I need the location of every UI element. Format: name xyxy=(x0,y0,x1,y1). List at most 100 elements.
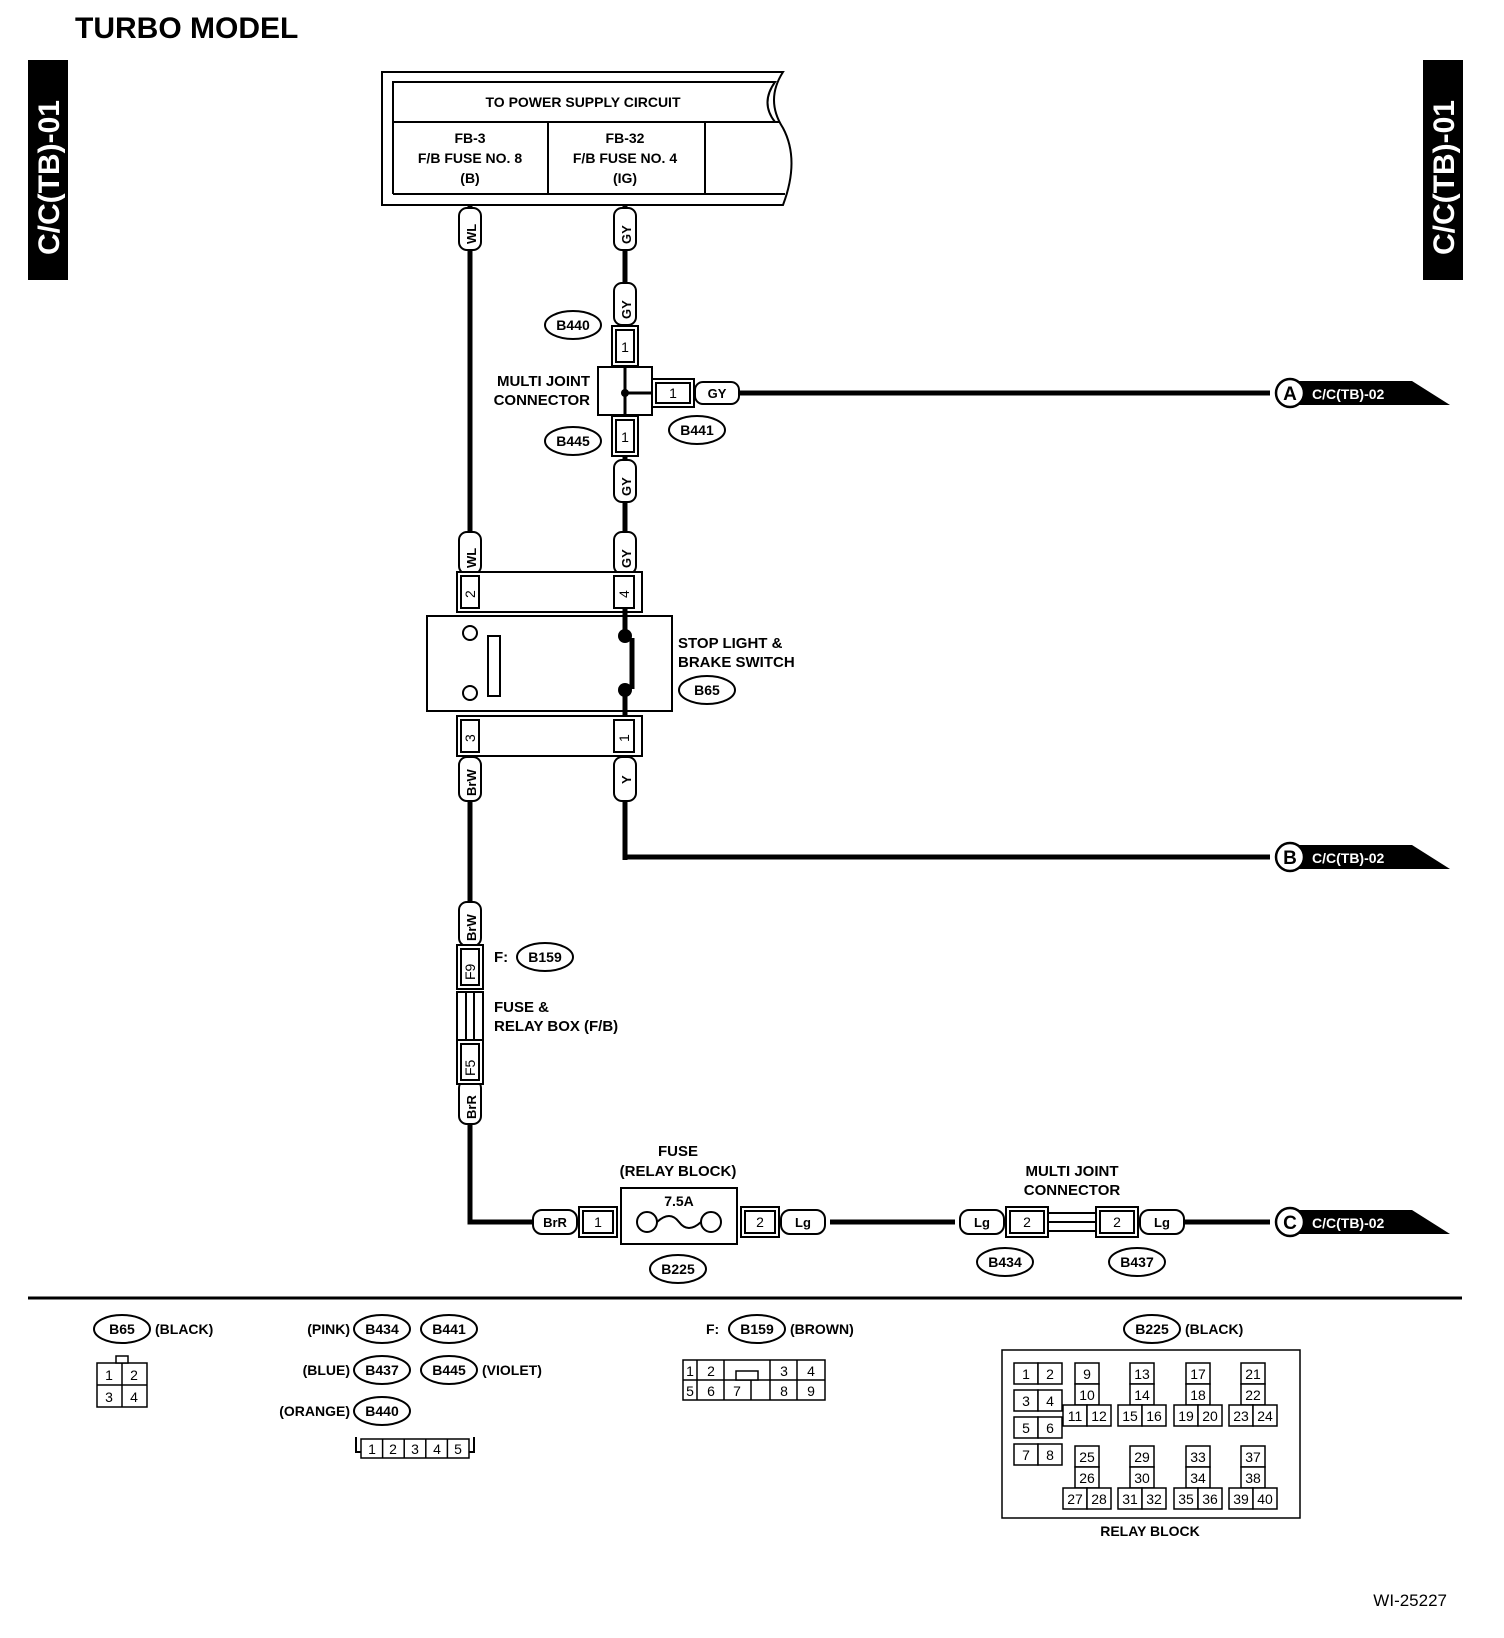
svg-text:B445: B445 xyxy=(432,1362,466,1378)
fuse-relay-block-label-a: FUSE xyxy=(658,1143,698,1160)
svg-text:GY: GY xyxy=(619,477,634,496)
svg-text:9: 9 xyxy=(807,1383,815,1399)
offpage-connector-a: A C/C(TB)-02 xyxy=(1274,377,1450,409)
wire-tag-gy-b445: GY xyxy=(613,459,637,503)
relay-pin-cell xyxy=(1086,1487,1112,1510)
legend-b441-badge xyxy=(420,1314,478,1344)
relay-pin-label: 16 xyxy=(1146,1408,1162,1424)
legend-b159-grid: 1 2 3 4 5 6 7 8 9 xyxy=(682,1359,826,1401)
relay-pin-label: 22 xyxy=(1245,1387,1261,1403)
svg-text:4: 4 xyxy=(433,1441,441,1457)
fuse-relay-box: F9 F5 xyxy=(456,944,484,1085)
relay-pin-cell xyxy=(1086,1404,1112,1427)
svg-text:2: 2 xyxy=(462,590,478,598)
legend-b437-badge xyxy=(353,1355,411,1385)
relay-pin-label: 1 xyxy=(1022,1366,1030,1382)
svg-text:WL: WL xyxy=(464,548,479,568)
svg-text:B437: B437 xyxy=(365,1362,399,1378)
relay-pin-label: 10 xyxy=(1079,1387,1095,1403)
svg-text:2: 2 xyxy=(389,1441,397,1457)
svg-text:8: 8 xyxy=(780,1383,788,1399)
relay-pin-cell xyxy=(1141,1404,1167,1427)
wire-tag-wl-top: WL xyxy=(458,207,482,251)
svg-text:Lg: Lg xyxy=(1154,1215,1170,1230)
svg-text:1: 1 xyxy=(621,429,629,445)
page-title: TURBO MODEL xyxy=(75,12,298,45)
multi-joint-label-2a: MULTI JOINT xyxy=(1025,1163,1118,1180)
svg-text:1: 1 xyxy=(594,1214,602,1230)
wire-tag-gy-b65: GY xyxy=(613,531,637,575)
relay-pin-cell xyxy=(1197,1404,1223,1427)
b445-badge xyxy=(544,426,602,456)
relay-pin-label: 12 xyxy=(1091,1408,1107,1424)
svg-text:B441: B441 xyxy=(680,422,714,438)
relay-pin-label: 33 xyxy=(1190,1449,1206,1465)
b440-connector: 1 xyxy=(611,325,639,367)
svg-text:Y: Y xyxy=(619,775,634,784)
legend-brown: (BROWN) xyxy=(790,1321,854,1337)
svg-text:5: 5 xyxy=(454,1441,462,1457)
svg-text:F5: F5 xyxy=(462,1059,478,1076)
relay-pin-label: 2 xyxy=(1046,1366,1054,1382)
side-tab-left: C/C(TB)-01 xyxy=(28,60,68,280)
multi-joint-connector-2: Lg 2 2 Lg xyxy=(959,1206,1185,1238)
fuse-relay-box-label-b: RELAY BOX (F/B) xyxy=(494,1018,618,1035)
relay-pin-cell xyxy=(1141,1487,1167,1510)
svg-text:Lg: Lg xyxy=(795,1215,811,1230)
svg-text:2: 2 xyxy=(1023,1214,1031,1230)
relay-pin-label: 34 xyxy=(1190,1470,1206,1486)
svg-text:B159: B159 xyxy=(740,1321,774,1337)
relay-pin-label: 14 xyxy=(1134,1387,1150,1403)
relay-pin-label: 37 xyxy=(1245,1449,1261,1465)
b440-badge xyxy=(544,310,602,340)
relay-pin-cell xyxy=(1037,1389,1063,1412)
legend-mj-grid: 1 2 3 4 5 xyxy=(355,1437,475,1459)
offpage-connector-c: C C/C(TB)-02 xyxy=(1274,1206,1450,1238)
svg-text:C: C xyxy=(1283,1213,1297,1234)
legend-b440-badge xyxy=(353,1396,411,1426)
svg-text:BrW: BrW xyxy=(464,769,479,796)
relay-pin-cell xyxy=(1037,1443,1063,1466)
b441-connector: 1 xyxy=(651,378,695,408)
b65-badge xyxy=(678,675,736,705)
svg-text:1: 1 xyxy=(105,1367,113,1383)
svg-text:BrR: BrR xyxy=(464,1095,479,1119)
wire-tag-y-b65: Y xyxy=(613,756,637,802)
svg-text:7.5A: 7.5A xyxy=(664,1193,694,1209)
relay-pin-label: 11 xyxy=(1068,1408,1083,1424)
svg-text:F9: F9 xyxy=(462,963,478,980)
svg-text:B440: B440 xyxy=(365,1403,399,1419)
wire-tag-gy-b440: GY xyxy=(613,282,637,326)
relay-pin-label: 35 xyxy=(1178,1491,1194,1507)
figure-id: WI-25227 xyxy=(1373,1591,1447,1610)
relay-pin-cell xyxy=(1252,1487,1278,1510)
relay-pin-cell xyxy=(1037,1362,1063,1385)
svg-text:B437: B437 xyxy=(1120,1254,1154,1270)
svg-text:B65: B65 xyxy=(694,682,720,698)
svg-text:GY: GY xyxy=(708,386,727,401)
b225-badge xyxy=(649,1254,707,1284)
fuse2-name: F/B FUSE NO. 4 xyxy=(573,150,677,166)
relay-pin-label: 36 xyxy=(1202,1491,1218,1507)
svg-text:B: B xyxy=(1283,848,1297,869)
relay-pin-label: 39 xyxy=(1233,1491,1249,1507)
svg-text:B434: B434 xyxy=(988,1254,1022,1270)
svg-text:2: 2 xyxy=(130,1367,138,1383)
relay-pin-label: 3 xyxy=(1022,1393,1030,1409)
svg-text:1: 1 xyxy=(621,339,629,355)
stop-light-brake-switch: 2 4 3 1 xyxy=(426,571,673,757)
svg-text:3: 3 xyxy=(105,1389,113,1405)
svg-text:3: 3 xyxy=(462,734,478,742)
relay-pin-label: 17 xyxy=(1190,1366,1206,1382)
legend-b65-grid: 1 2 3 4 xyxy=(96,1355,148,1408)
relay-pin-label: 30 xyxy=(1134,1470,1150,1486)
offpage-connector-b: B C/C(TB)-02 xyxy=(1274,841,1450,873)
legend-b225-badge xyxy=(1123,1314,1181,1344)
svg-text:BrR: BrR xyxy=(543,1215,567,1230)
relay-pin-cell xyxy=(1037,1416,1063,1439)
wire-tag-brw-b65: BrW xyxy=(458,756,482,802)
wire-tag-gy-top: GY xyxy=(613,207,637,251)
svg-text:GY: GY xyxy=(619,225,634,244)
svg-text:B225: B225 xyxy=(661,1261,695,1277)
